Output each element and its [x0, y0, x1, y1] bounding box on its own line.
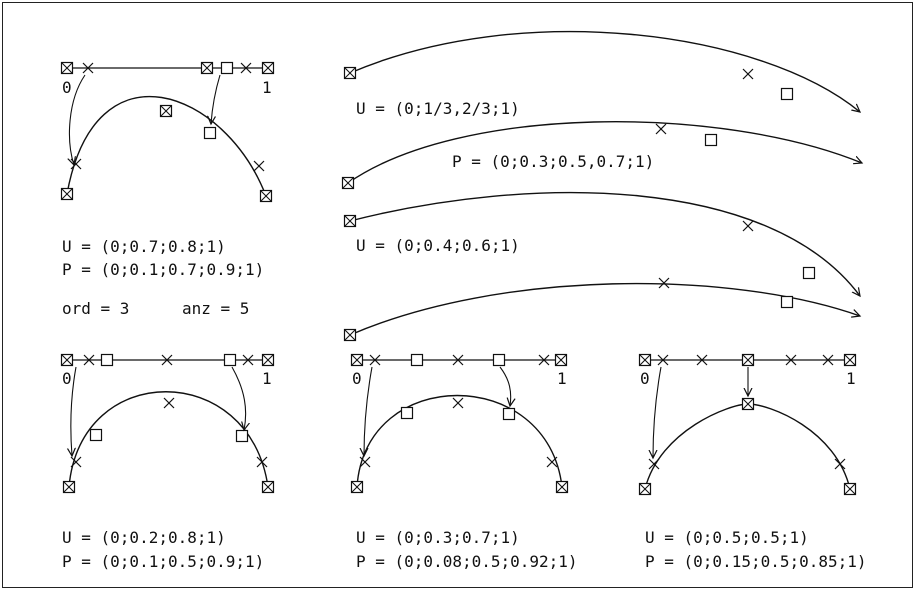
square-marker: [780, 87, 794, 101]
control-point-marker: [843, 482, 857, 496]
param-start-label: 0: [352, 369, 362, 388]
panel-right-4: [343, 277, 861, 342]
mapping-arrow: [71, 366, 77, 456]
knot-vector-label: U = (0;0.4;0.6;1): [356, 236, 520, 255]
parameter-vector-label: P = (0;0.3;0.5,0.7;1): [452, 152, 654, 171]
parameter-vector-label: P = (0;0.1;0.5;0.9;1): [62, 552, 264, 571]
control-point-marker: [341, 176, 355, 190]
cross-marker: [742, 220, 754, 232]
control-point-marker: [259, 189, 273, 203]
param-start-label: 0: [62, 78, 72, 97]
knot-box-marker: [554, 353, 568, 367]
param-end-label: 1: [557, 369, 567, 388]
param-end-label: 1: [262, 78, 272, 97]
knot-vector-label: U = (0;0.5;0.5;1): [645, 528, 809, 547]
knot-box-marker: [741, 353, 755, 367]
param-start-label: 0: [62, 369, 72, 388]
knot-vector-label: U = (0;1/3,2/3;1): [356, 99, 520, 118]
panel-right-1: U = (0;1/3,2/3;1): [343, 30, 861, 118]
cross-marker: [256, 456, 268, 468]
bspline-curve: [356, 395, 563, 488]
control-point-marker: [350, 480, 364, 494]
bspline-curve: [349, 30, 860, 112]
bspline-curve: [347, 121, 862, 184]
control-point-marker: [343, 328, 357, 342]
panel-right-2: P = (0;0.3;0.5,0.7;1): [341, 121, 863, 190]
control-point-marker: [741, 397, 755, 411]
square-marker: [400, 406, 414, 420]
order-label: ord = 3: [62, 299, 129, 318]
square-marker: [223, 353, 237, 367]
mapping-arrow: [653, 366, 662, 458]
param-end-label: 1: [262, 369, 272, 388]
mapping-arrow: [69, 74, 86, 165]
square-marker: [220, 61, 234, 75]
panel-top-left: 0 1 U = (0;0.7;0.8;1) P = (0;0.1;0.7;0.9…: [60, 61, 275, 318]
knot-box-marker: [350, 353, 364, 367]
control-point-marker: [343, 214, 357, 228]
cross-marker: [546, 456, 558, 468]
mapping-arrow: [231, 366, 246, 430]
cross-marker: [834, 458, 846, 470]
control-point-marker: [343, 66, 357, 80]
square-marker: [802, 266, 816, 280]
mapping-arrow: [211, 74, 221, 124]
square-marker: [502, 407, 516, 421]
control-point-marker: [638, 482, 652, 496]
mapping-arrow: [364, 366, 373, 456]
square-marker: [704, 133, 718, 147]
bspline-curve: [349, 191, 860, 296]
cross-marker: [742, 68, 754, 80]
control-point-marker: [62, 480, 76, 494]
square-marker: [410, 353, 424, 367]
knot-box-marker: [60, 61, 74, 75]
param-start-label: 0: [640, 369, 650, 388]
square-marker: [89, 428, 103, 442]
mapping-arrow: [499, 366, 511, 406]
bspline-curve: [68, 391, 269, 488]
control-point-marker: [555, 480, 569, 494]
bspline-curve: [644, 403, 851, 490]
panel-bottom-left: 0 1 U = (0;0.2;0.8;1) P = (0;0.1;0.5;0.9…: [60, 353, 275, 571]
cross-marker: [452, 397, 464, 409]
square-marker: [235, 429, 249, 443]
cross-marker: [253, 160, 265, 172]
panel-bottom-middle: 0 1 U = (0;0.3;0.7;1) P = (0;0.08;0.5;0.…: [350, 353, 578, 571]
cross-marker: [658, 277, 670, 289]
knot-box-marker: [261, 353, 275, 367]
knot-vector-label: U = (0;0.2;0.8;1): [62, 528, 226, 547]
cross-marker: [163, 397, 175, 409]
parameter-vector-label: P = (0;0.08;0.5;0.92;1): [356, 552, 578, 571]
knot-box-marker: [261, 61, 275, 75]
knot-vector-label: U = (0;0.3;0.7;1): [356, 528, 520, 547]
square-marker: [100, 353, 114, 367]
square-marker: [780, 295, 794, 309]
cross-marker: [655, 123, 667, 135]
knot-box-marker: [843, 353, 857, 367]
square-marker: [492, 353, 506, 367]
square-marker: [203, 126, 217, 140]
parameter-vector-label: P = (0;0.15;0.5;0.85;1): [645, 552, 867, 571]
bspline-curve: [66, 96, 267, 197]
knot-box-marker: [200, 61, 214, 75]
panel-bottom-right: 0 1 U = (0;0.5;0.5;1) P = (0;0.15;0.5;0.…: [638, 353, 867, 571]
control-point-marker: [60, 187, 74, 201]
control-point-marker: [159, 104, 173, 118]
count-label: anz = 5: [182, 299, 249, 318]
knot-box-marker: [638, 353, 652, 367]
knot-box-marker: [60, 353, 74, 367]
param-end-label: 1: [846, 369, 856, 388]
cross-marker: [70, 456, 82, 468]
knot-vector-label: U = (0;0.7;0.8;1): [62, 237, 226, 256]
bspline-curve: [349, 282, 860, 336]
parameter-vector-label: P = (0;0.1;0.7;0.9;1): [62, 260, 264, 279]
panel-right-3: U = (0;0.4;0.6;1): [343, 191, 861, 296]
control-point-marker: [261, 480, 275, 494]
